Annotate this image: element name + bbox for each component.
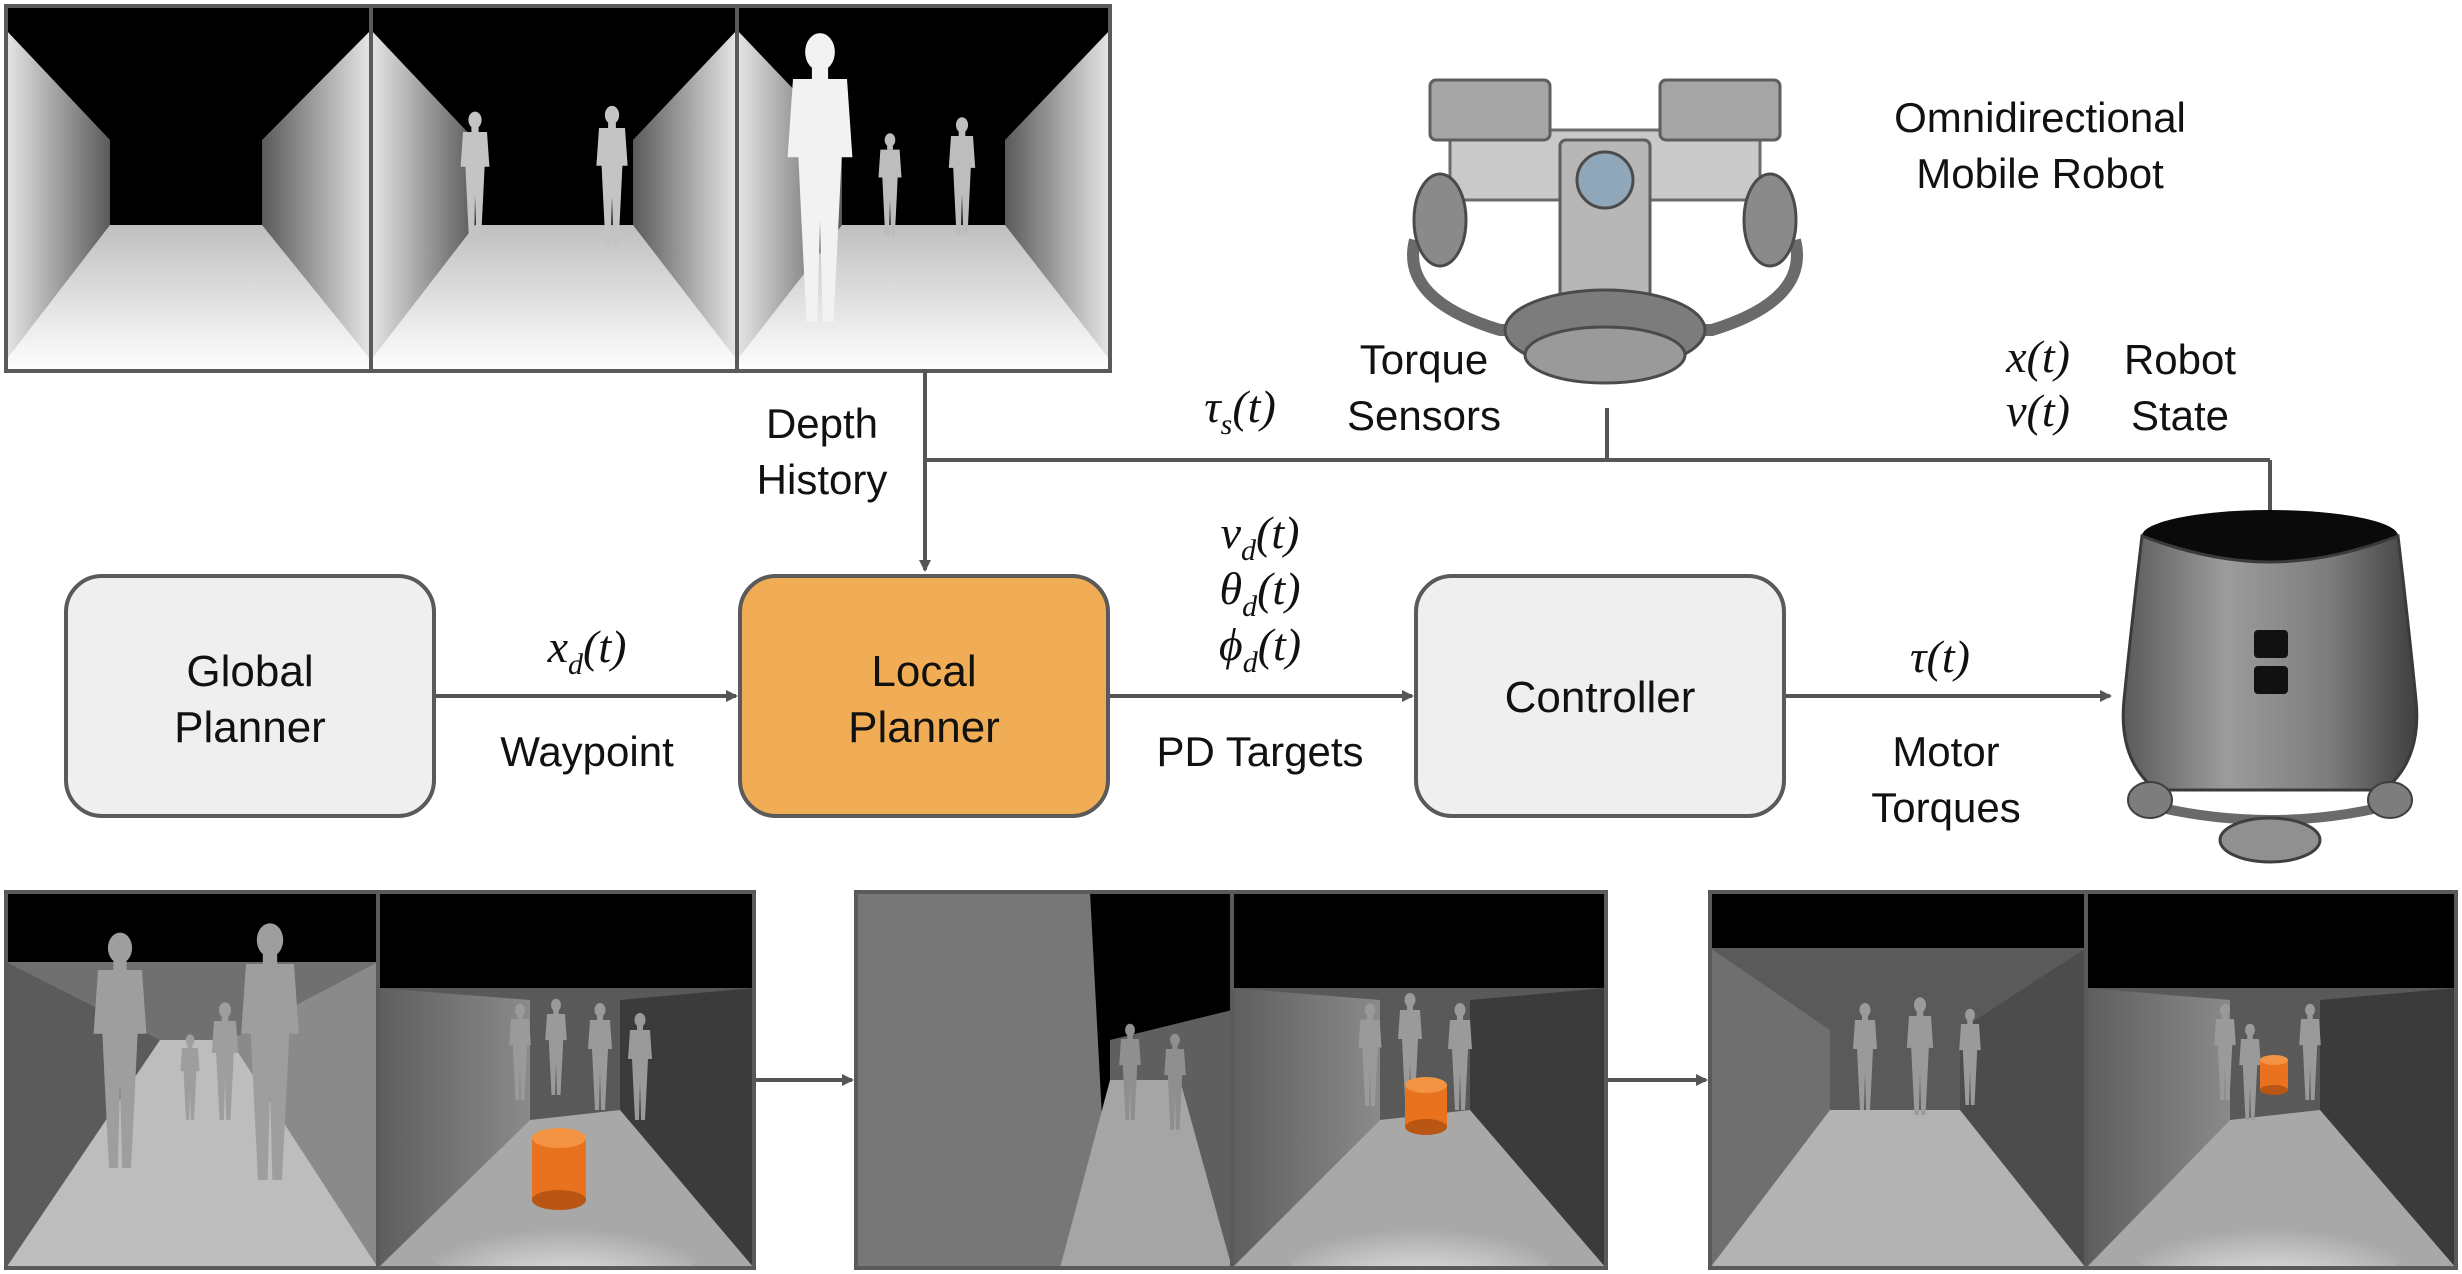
waypoint-labels: xd(t) Waypoint [500,621,674,775]
robot-state-v: v(t) [2006,385,2070,436]
robot-drivetrain-illustration [1407,78,1803,385]
global-planner-line2: Planner [174,703,326,752]
depth-frame-1 [6,6,371,371]
waypoint-symbol: xd(t) [547,621,627,681]
pd-symbol-theta: θd(t) [1219,563,1300,623]
motor-torques-line1: Motor [1892,728,1999,775]
motor-torque-symbol: τ(t) [1910,631,1970,682]
local-planner-line1: Local [871,647,976,696]
robot-title: Omnidirectional Mobile Robot [1894,94,2186,197]
robot-cylinder-2 [1405,1077,1447,1135]
robot-body-illustration [2121,510,2419,864]
local-planner-line2: Planner [848,703,1000,752]
torque-sensors-line2: Sensors [1347,392,1501,439]
pd-targets-labels: vd(t) θd(t) ϕd(t) PD Targets [1157,507,1364,775]
motor-torques-labels: τ(t) Motor Torques [1871,631,2020,831]
robot-state-labels: x(t) v(t) Robot State [2005,331,2236,439]
controller-label: Controller [1505,673,1696,722]
controller-node: Controller [1414,574,1786,818]
torque-sensors-line1: Torque [1360,336,1488,383]
pd-symbol-phi: ϕd(t) [1219,619,1301,679]
simulation-frames [4,890,2458,1274]
pd-targets-label: PD Targets [1157,728,1364,775]
depth-frame-2 [371,6,737,371]
torque-sensors-labels: τs(t) Torque Sensors [1204,336,1501,441]
local-planner-node: Local Planner [738,574,1110,818]
sim-sequence-2 [854,890,1608,1274]
sim-sequence-1 [4,890,756,1274]
robot-cylinder-3 [2260,1055,2288,1095]
robot-cylinder-1 [532,1128,586,1210]
global-planner-node: Global Planner [64,574,436,818]
robot-state-line2: State [2131,392,2229,439]
depth-history-line2: History [757,456,888,503]
global-planner-line1: Global [186,647,313,696]
robot-state-x: x(t) [2005,331,2070,382]
torque-sensor-symbol: τs(t) [1204,381,1276,441]
depth-history-line1: Depth [766,400,878,447]
sim-sequence-3 [1708,890,2458,1274]
depth-history-images [4,4,1112,373]
robot-state-line1: Robot [2124,336,2236,383]
depth-history-labels: Depth History [757,400,888,503]
connectors [434,371,2272,702]
pd-symbol-v: vd(t) [1221,507,1300,567]
robot-title-line1: Omnidirectional [1894,94,2186,141]
waypoint-label: Waypoint [500,728,674,775]
depth-frame-3 [737,6,1110,371]
robot-title-line2: Mobile Robot [1916,150,2164,197]
motor-torques-line2: Torques [1871,784,2020,831]
